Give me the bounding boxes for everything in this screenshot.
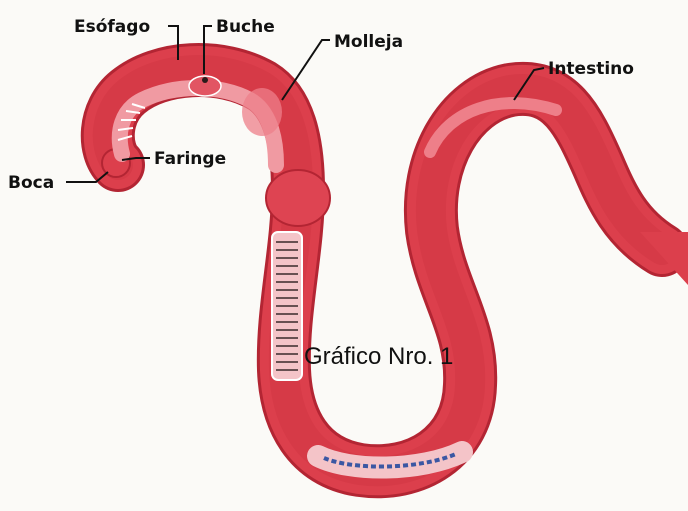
- label-esofago: Esófago: [74, 17, 150, 37]
- worm-body: [102, 70, 688, 471]
- label-faringe: Faringe: [154, 149, 226, 169]
- label-boca: Boca: [8, 173, 54, 193]
- clitellum-bulge: [266, 170, 330, 226]
- crop-marker-dot: [202, 77, 208, 83]
- label-intestino: Intestino: [548, 59, 634, 79]
- label-buche: Buche: [216, 17, 275, 37]
- figure-caption: Gráfico Nro. 1: [304, 343, 453, 370]
- label-molleja: Molleja: [334, 32, 403, 52]
- segments-window: [272, 232, 302, 380]
- gizzard-organ: [242, 88, 282, 136]
